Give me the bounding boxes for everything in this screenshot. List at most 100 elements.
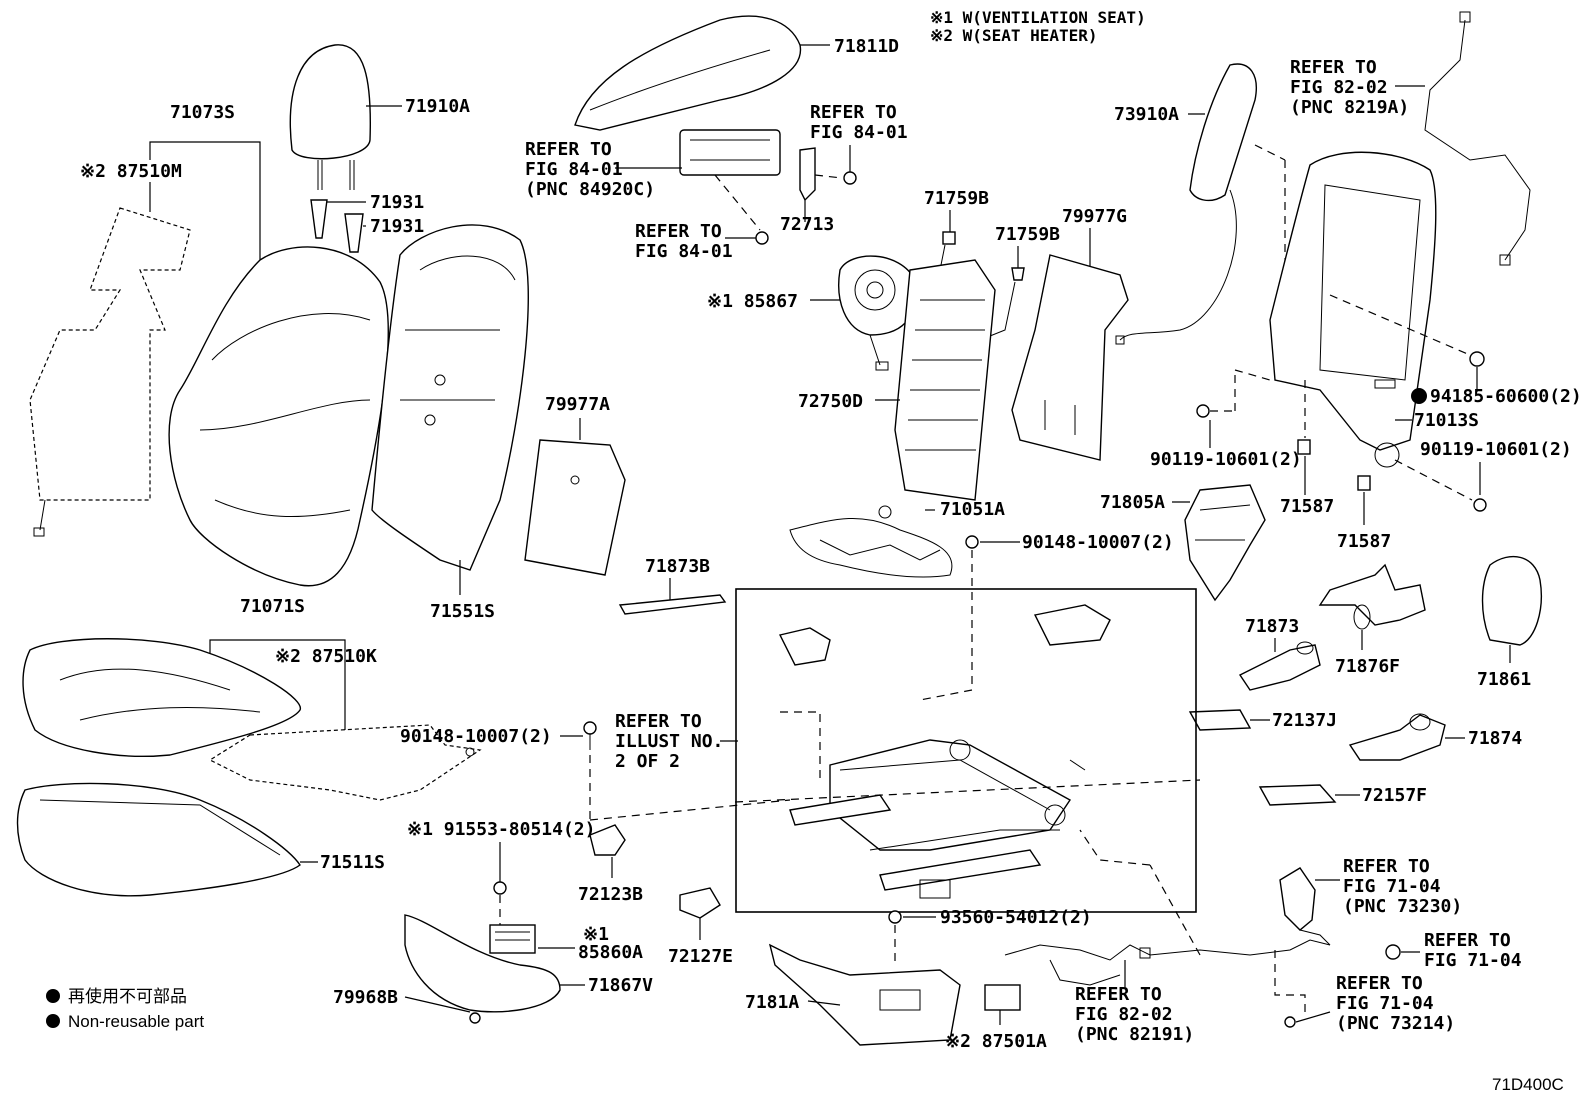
label-72750d: 72750D bbox=[798, 391, 863, 412]
label-72137j: 72137J bbox=[1272, 710, 1337, 731]
cover-71861-drawing bbox=[1481, 555, 1542, 646]
seat-adjuster-drawing bbox=[778, 604, 1111, 899]
note-seat-heater: ※2 W(SEAT HEATER) bbox=[930, 26, 1098, 45]
label-71811d: 71811D bbox=[834, 36, 899, 57]
cushion-heater-drawing bbox=[208, 724, 482, 801]
label-71873b: 71873B bbox=[645, 556, 710, 577]
label-71759b-right: 71759B bbox=[995, 224, 1060, 245]
nut-icon bbox=[1469, 351, 1485, 367]
pad-72157f-drawing bbox=[1258, 784, 1337, 806]
nut-icon bbox=[1385, 944, 1401, 960]
ref-84920c-l2: FIG 84-01 bbox=[525, 159, 623, 180]
ref-71-04-l2: FIG 71-04 bbox=[1424, 950, 1522, 971]
non-reusable-dot bbox=[1411, 388, 1427, 404]
label-71071s: 71071S bbox=[240, 596, 305, 617]
rail-71873b-drawing bbox=[618, 594, 727, 615]
backframe-harness-drawing bbox=[1424, 11, 1531, 266]
clip-icon bbox=[1284, 1016, 1296, 1028]
label-71073s: 71073S bbox=[170, 102, 235, 123]
label-71051a: 71051A bbox=[940, 499, 1005, 520]
ref-illust-l1: REFER TO bbox=[615, 711, 702, 732]
ref-8219a-l3: (PNC 8219A) bbox=[1290, 97, 1409, 118]
ref-73230-l1: REFER TO bbox=[1343, 856, 1430, 877]
label-71805a: 71805A bbox=[1100, 492, 1165, 513]
bolt-icon bbox=[843, 171, 857, 185]
bolt-icon bbox=[583, 721, 597, 735]
clip-icon bbox=[1011, 267, 1025, 281]
ref-8219a-l1: REFER TO bbox=[1290, 57, 1377, 78]
note-ventilation: ※1 W(VENTILATION SEAT) bbox=[930, 8, 1146, 27]
label-85867: ※1 85867 bbox=[707, 291, 798, 312]
label-71876f: 71876F bbox=[1335, 656, 1400, 677]
seat-buckle-drawing bbox=[1279, 867, 1331, 946]
legend-jp: 再使用不可部品 bbox=[68, 986, 187, 1006]
ref-71-04-l1: REFER TO bbox=[1424, 930, 1511, 951]
label-79968b: 79968B bbox=[333, 987, 398, 1008]
ref-73214-l1: REFER TO bbox=[1336, 973, 1423, 994]
seatback-backframe-drawing bbox=[1269, 151, 1437, 468]
headrest-guide-drawing bbox=[310, 199, 364, 253]
label-72123b: 72123B bbox=[578, 884, 643, 905]
label-71587-left: 71587 bbox=[1280, 496, 1334, 517]
label-73910a: 73910A bbox=[1114, 104, 1179, 125]
label-71931-bottom: 71931 bbox=[370, 216, 424, 237]
module-87501a-drawing bbox=[984, 984, 1021, 1011]
ref-82191-l2: FIG 82-02 bbox=[1075, 1004, 1173, 1025]
ref-84-01-b-l2: FIG 84-01 bbox=[635, 241, 733, 262]
label-90119-left: 90119-10601(2) bbox=[1150, 449, 1302, 470]
pad-79977a-drawing bbox=[524, 439, 626, 576]
cover-71876f-drawing bbox=[1318, 563, 1426, 630]
legend-en: Non-reusable part bbox=[68, 1012, 204, 1031]
lumbar-mechanism-drawing bbox=[679, 129, 781, 176]
label-79977g: 79977G bbox=[1062, 206, 1127, 227]
label-85860a: 85860A bbox=[578, 942, 643, 963]
label-90119-right: 90119-10601(2) bbox=[1420, 439, 1572, 460]
label-71511s: 71511S bbox=[320, 852, 385, 873]
ref-84-01-a-l2: FIG 84-01 bbox=[810, 122, 908, 143]
label-91553: ※1 91553-80514(2) bbox=[407, 819, 595, 840]
harness-71051a-drawing bbox=[789, 505, 953, 578]
bolt-icon bbox=[888, 910, 902, 924]
headrest-drawing bbox=[289, 44, 372, 190]
ref-73214-l3: (PNC 73214) bbox=[1336, 1013, 1455, 1034]
seat-adjuster-box bbox=[735, 588, 1197, 913]
ref-82191-l3: (PNC 82191) bbox=[1075, 1024, 1194, 1045]
label-90148-lower: 90148-10007(2) bbox=[400, 726, 552, 747]
clip-icon bbox=[942, 231, 956, 245]
label-71861: 71861 bbox=[1477, 669, 1531, 690]
label-85860a-mark: ※1 bbox=[583, 924, 609, 945]
lumbar-support-drawing bbox=[894, 244, 1016, 501]
clip-icon bbox=[1297, 439, 1311, 455]
seatback-cover-drawing bbox=[168, 246, 389, 587]
seatback-heater-drawing bbox=[29, 207, 191, 537]
cover-71873-drawing bbox=[1238, 641, 1321, 691]
frame-71805a-drawing bbox=[1184, 484, 1266, 602]
ref-8219a-l2: FIG 82-02 bbox=[1290, 77, 1388, 98]
label-71867v: 71867V bbox=[588, 975, 653, 996]
bolt-icon bbox=[1196, 404, 1210, 418]
label-71931-top: 71931 bbox=[370, 192, 424, 213]
lower-frame-7181a-drawing bbox=[768, 943, 961, 1046]
figure-code: 71D400C bbox=[1492, 1075, 1564, 1094]
label-72127e: 72127E bbox=[668, 946, 733, 967]
pad-72137j-drawing bbox=[1188, 709, 1252, 731]
bolt-icon bbox=[755, 231, 769, 245]
bolt-icon bbox=[1473, 498, 1487, 512]
seatback-frame-drawing bbox=[371, 224, 529, 571]
label-90148-upper: 90148-10007(2) bbox=[1022, 532, 1174, 553]
label-71551s: 71551S bbox=[430, 601, 495, 622]
label-93560: 93560-54012(2) bbox=[940, 907, 1092, 928]
label-72157f: 72157F bbox=[1362, 785, 1427, 806]
ref-illust-l2: ILLUST NO. bbox=[615, 731, 723, 752]
legend-dot-en bbox=[46, 1014, 60, 1028]
label-87510k: ※2 87510K bbox=[275, 646, 377, 667]
label-7181a: 7181A bbox=[745, 992, 799, 1013]
bracket-72127e-drawing bbox=[679, 887, 721, 919]
bolt-icon bbox=[493, 881, 507, 895]
bolt-icon bbox=[965, 535, 979, 549]
ref-73230-l3: (PNC 73230) bbox=[1343, 896, 1462, 917]
label-71587-right: 71587 bbox=[1337, 531, 1391, 552]
label-71874: 71874 bbox=[1468, 728, 1522, 749]
label-72713: 72713 bbox=[780, 214, 834, 235]
